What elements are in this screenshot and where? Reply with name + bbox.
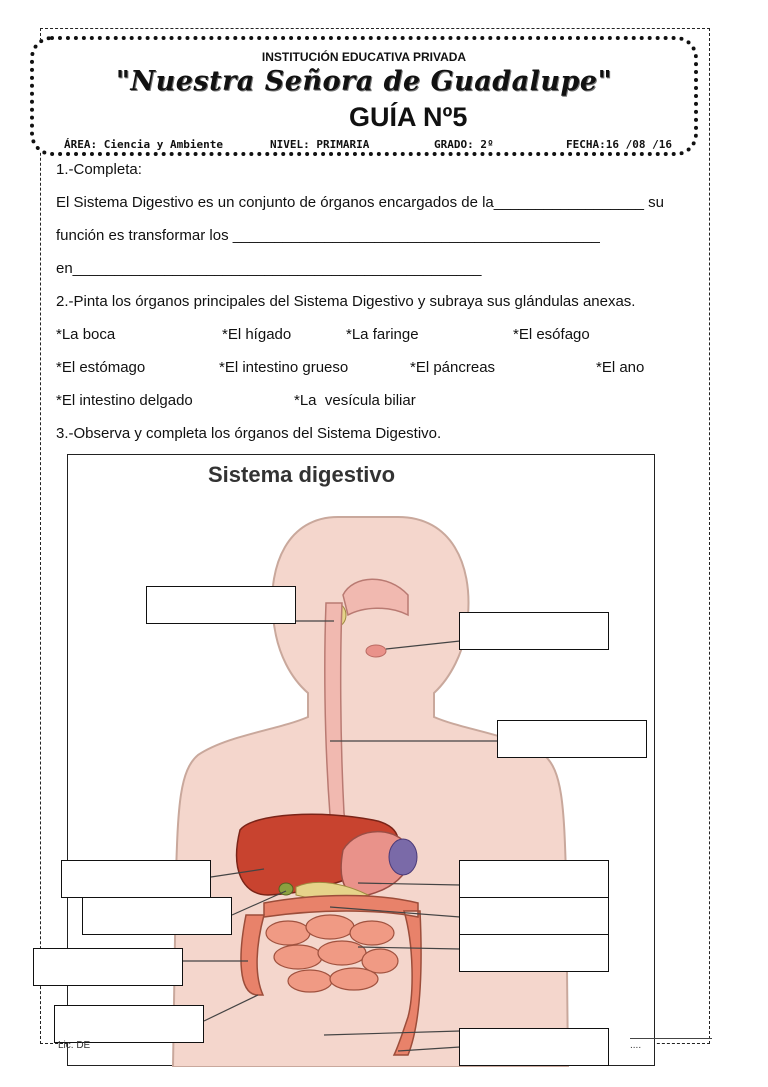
large-intestine (240, 894, 422, 1056)
tongue (365, 644, 387, 658)
question-3-title: 3.-Observa y completa los órganos del Si… (56, 425, 442, 442)
footer-right-text: .... (630, 1040, 642, 1051)
guide-title: GUÍA Nº5 (349, 102, 468, 132)
leader-lines (182, 620, 498, 1052)
question-1-title: 1.-Completa: (56, 161, 142, 178)
organ-item: *La faringe (346, 326, 419, 343)
label-box-pharynx[interactable] (459, 612, 609, 650)
organ-item: *El esófago (513, 326, 590, 343)
institution-name: INSTITUCIÓN EDUCATIVA PRIVADA (261, 50, 467, 64)
label-box-stomach[interactable] (459, 860, 609, 898)
label-box-appendix[interactable] (54, 1005, 204, 1043)
area-label: ÁREA: Ciencia y Ambiente (64, 138, 223, 151)
school-motto: "Nuestra Señora de Guadalupe" (115, 66, 613, 97)
organ-item: *El estómago (56, 359, 146, 376)
label-box-small-intestine[interactable] (459, 934, 609, 972)
level-label: NIVEL: PRIMARIA (270, 138, 370, 151)
question-1-line-2: función es transformar los _____________… (56, 227, 600, 244)
spleen (388, 838, 418, 876)
footer-rule (630, 1038, 712, 1039)
question-2-title: 2.-Pinta los órganos principales del Sis… (56, 293, 636, 310)
date-label: FECHA:16 /08 /16 (566, 138, 672, 151)
grade-label: GRADO: 2º (434, 138, 494, 151)
question-1-line-3: en______________________________________… (56, 260, 482, 277)
question-1-line-1: El Sistema Digestivo es un conjunto de ó… (56, 194, 664, 211)
organ-item: *La vesícula biliar (294, 392, 416, 409)
organ-item: *El intestino delgado (56, 392, 193, 409)
label-box-esophagus[interactable] (497, 720, 647, 758)
organ-item: *El ano (596, 359, 645, 376)
label-box-large-intestine[interactable] (33, 948, 183, 986)
organ-item: *El páncreas (410, 359, 496, 376)
organ-item: *La boca (56, 326, 116, 343)
organ-item: *El intestino grueso (219, 359, 349, 376)
label-box-anus[interactable] (459, 1028, 609, 1066)
pharynx (342, 578, 409, 617)
organ-item: *El hígado (222, 326, 292, 343)
header-box: INSTITUCIÓN EDUCATIVA PRIVADA "Nuestra S… (30, 36, 698, 156)
label-box-pancreas[interactable] (459, 897, 609, 935)
label-box-liver[interactable] (61, 860, 211, 898)
label-box-gallbladder[interactable] (82, 897, 232, 935)
small-intestine (265, 914, 399, 993)
label-box-mouth[interactable] (146, 586, 296, 624)
footer-left-text: Lic. DE (58, 1040, 91, 1051)
diagram-title: Sistema digestivo (208, 462, 395, 487)
